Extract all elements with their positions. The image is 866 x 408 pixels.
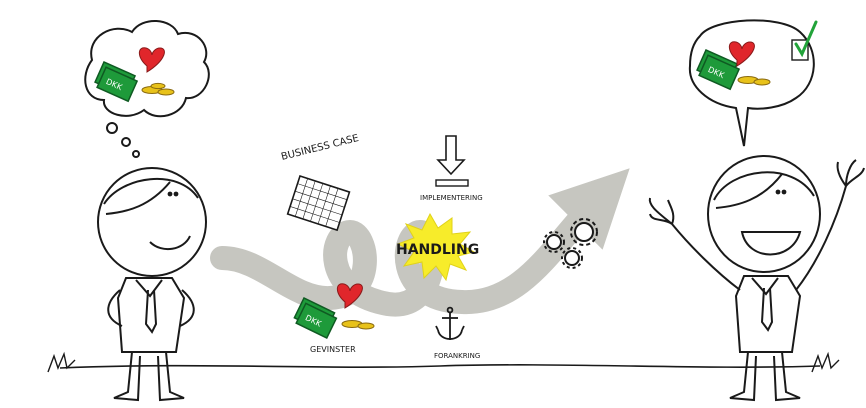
- business-case-label: BUSINESS CASE: [280, 133, 360, 163]
- gevinster-label: GEVINSTER: [310, 345, 356, 354]
- grid-sheet-icon: [288, 176, 350, 230]
- handling-label: HANDLING: [396, 242, 479, 258]
- right-body: [736, 276, 800, 352]
- coins-icon: [342, 321, 374, 330]
- forankring-label: FORANKRING: [434, 352, 480, 360]
- right-person: [650, 20, 864, 400]
- business-case-group: BUSINESS CASE: [280, 133, 360, 230]
- ground-line: [60, 365, 820, 368]
- left-head: [98, 168, 206, 276]
- down-arrow-icon: [438, 136, 464, 174]
- implementering-label: IMPLEMENTERING: [420, 194, 483, 202]
- grass-left: [48, 354, 75, 372]
- left-body: [118, 278, 184, 352]
- grass-right: [812, 354, 839, 372]
- implementering-group: IMPLEMENTERING: [420, 136, 483, 202]
- forankring-group: FORANKRING: [434, 308, 480, 360]
